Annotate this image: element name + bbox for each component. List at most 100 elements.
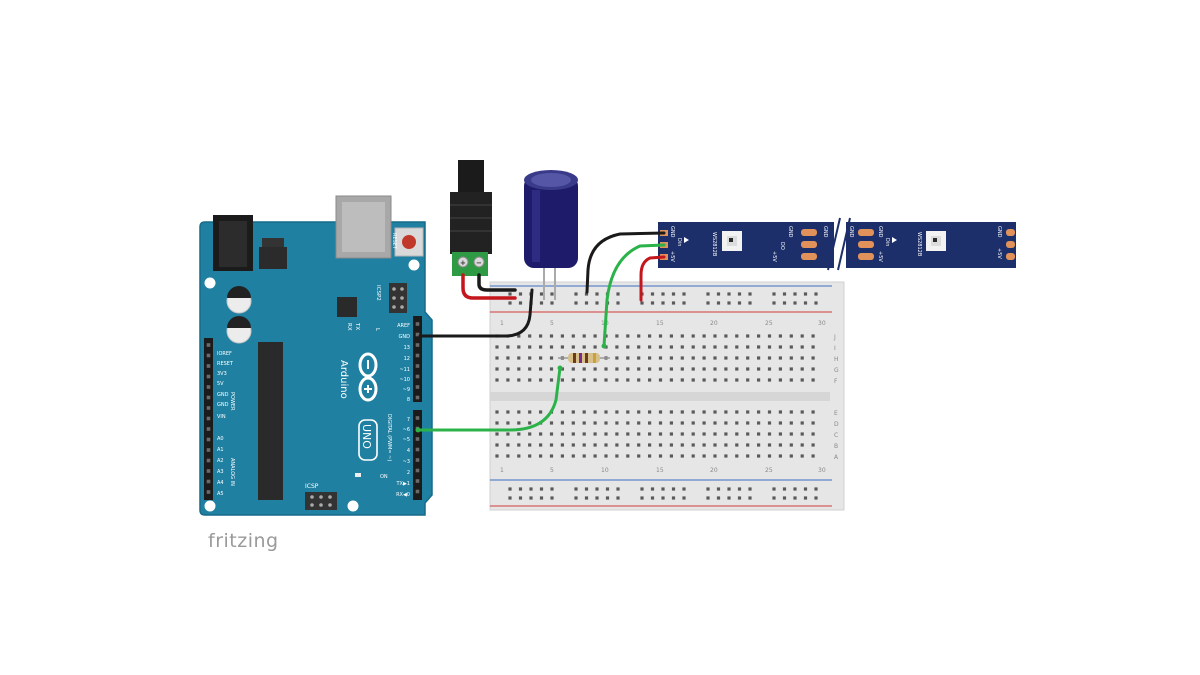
breadboard-hole — [691, 367, 695, 371]
rail-hole — [706, 301, 710, 305]
rail-hole — [782, 292, 787, 296]
led-strip: GND Din +5V WS2812B GND DO +5V GND GND G… — [658, 217, 1016, 271]
header-pin — [415, 343, 420, 347]
breadboard-hole — [735, 334, 739, 338]
pin-label: 8 — [407, 397, 410, 403]
breadboard-hole — [637, 432, 641, 436]
svg-text:−: − — [476, 259, 482, 267]
rail-hole — [640, 496, 644, 500]
rail-hole — [508, 292, 512, 296]
rail-hole — [803, 301, 808, 305]
breadboard-hole — [680, 421, 684, 425]
breadboard-hole — [582, 345, 586, 349]
breadboard-hole — [800, 421, 804, 425]
icsp-label: ICSP — [305, 483, 319, 490]
breadboard-hole — [680, 410, 684, 414]
breadboard-hole — [800, 345, 804, 349]
col-number: 5 — [550, 320, 554, 327]
header-pin — [206, 427, 211, 431]
rail-hole — [782, 301, 787, 305]
breadboard-hole — [637, 421, 641, 425]
pin-label: ~6 — [403, 427, 410, 433]
breadboard-hole — [615, 378, 619, 382]
breadboard-hole — [560, 334, 564, 338]
digital-section-label: DIGITAL (PWM= ~) — [386, 414, 392, 461]
pin-label: 4 — [407, 448, 410, 454]
header-pin — [415, 385, 420, 389]
breadboard-hole — [582, 454, 586, 458]
breadboard-hole — [778, 345, 782, 349]
breadboard-hole — [604, 443, 608, 447]
uno-badge — [358, 419, 378, 461]
breadboard-hole — [713, 356, 717, 360]
breadboard-hole — [615, 367, 619, 371]
breadboard-hole — [626, 345, 630, 349]
breadboard-hole — [691, 421, 695, 425]
header-pin — [415, 332, 420, 337]
breadboard-hole — [789, 454, 793, 458]
breadboard-hole — [615, 421, 619, 425]
header-pin — [206, 395, 211, 400]
col-number: 25 — [765, 320, 773, 327]
fritzing-watermark: fritzing — [208, 530, 279, 552]
rail-hole — [508, 496, 512, 500]
rail-hole — [682, 301, 686, 305]
rail-hole — [661, 496, 665, 500]
breadboard-hole — [735, 345, 739, 349]
breadboard-hole — [637, 345, 641, 349]
rail-hole — [518, 292, 523, 296]
pin-label: VIN — [217, 414, 226, 420]
breadboard-hole — [811, 356, 815, 360]
rail-hole — [772, 487, 776, 491]
rail-hole — [727, 301, 731, 305]
breadboard-hole — [517, 345, 521, 349]
rail-hole — [682, 496, 686, 500]
breadboard-hole — [789, 334, 793, 338]
breadboard-hole — [669, 443, 673, 447]
header-pin — [206, 448, 211, 452]
breadboard: 1 5 10 15 20 25 30 1 5 10 15 20 25 30 J … — [489, 281, 845, 511]
breadboard-hole — [648, 356, 652, 360]
breadboard-hole — [800, 367, 804, 371]
breadboard-hole — [680, 334, 684, 338]
breadboard-hole — [746, 421, 750, 425]
breadboard-hole — [767, 410, 772, 414]
breadboard-hole — [615, 345, 619, 349]
breadboard-hole — [593, 410, 597, 414]
pin-label: A0 — [217, 436, 224, 442]
breadboard-hole — [724, 421, 728, 425]
breadboard-hole — [495, 421, 499, 425]
pin-label: RESET — [217, 361, 234, 367]
power-section-label: POWER — [229, 392, 235, 411]
breadboard-hole — [506, 378, 510, 382]
tx-label: TX — [354, 322, 360, 330]
breadboard-hole — [702, 378, 706, 382]
pin-label: 2 — [407, 470, 410, 476]
rail-hole — [508, 487, 512, 491]
breadboard-hole — [637, 443, 641, 447]
breadboard-hole — [746, 432, 750, 436]
col-number: 15 — [656, 467, 664, 474]
breadboard-hole — [778, 454, 782, 458]
header-pin — [206, 364, 211, 368]
breadboard-hole — [713, 421, 717, 425]
rail-hole — [518, 487, 523, 491]
pin-label: ~5 — [403, 437, 410, 443]
pin-label: ~10 — [399, 377, 410, 383]
breadboard-hole — [746, 443, 750, 447]
breadboard-hole — [680, 345, 684, 349]
rail-hole — [671, 487, 676, 491]
rail-hole — [793, 487, 797, 491]
strip-pad-label: Din — [676, 238, 682, 246]
breadboard-hole — [800, 432, 804, 436]
breadboard-hole — [517, 356, 521, 360]
pin-label: RX◀0 — [396, 492, 410, 498]
breadboard-hole — [571, 334, 575, 338]
header-pin — [206, 479, 211, 484]
breadboard-hole — [767, 367, 772, 371]
breadboard-hole — [767, 432, 772, 436]
usb-chip — [337, 297, 357, 317]
rail-hole — [661, 292, 665, 296]
header-pin — [415, 416, 420, 420]
breadboard-hole — [560, 345, 564, 349]
